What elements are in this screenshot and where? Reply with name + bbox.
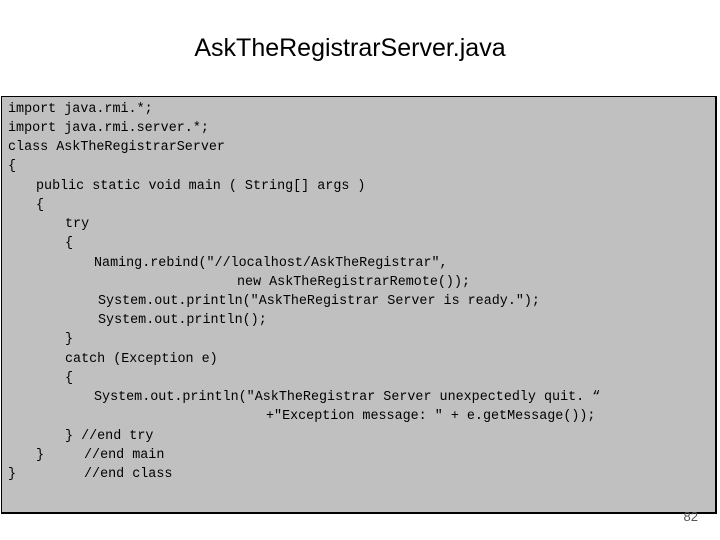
code-line: try bbox=[65, 217, 90, 232]
code-line: System.out.println(); bbox=[98, 313, 267, 328]
code-line: //end class bbox=[84, 467, 173, 482]
code-line: { bbox=[8, 159, 17, 174]
code-line: import java.rmi.server.*; bbox=[8, 121, 209, 136]
page-number: 82 bbox=[683, 509, 698, 524]
code-line: import java.rmi.*; bbox=[8, 102, 153, 117]
code-line: } bbox=[65, 332, 74, 347]
code-line: //end main bbox=[84, 448, 165, 463]
code-line: { bbox=[36, 198, 45, 213]
code-line: new AskTheRegistrarRemote()); bbox=[237, 275, 471, 290]
code-line: { bbox=[65, 236, 74, 251]
code-line: +"Exception message: " + e.getMessage())… bbox=[266, 409, 596, 424]
code-line: System.out.println("AskTheRegistrar Serv… bbox=[94, 390, 601, 405]
code-line: Naming.rebind("//localhost/AskTheRegistr… bbox=[94, 256, 448, 271]
code-line: } bbox=[8, 467, 17, 482]
code-line: } bbox=[36, 448, 45, 463]
code-line: public static void main ( String[] args … bbox=[36, 179, 366, 194]
code-line: catch (Exception e) bbox=[65, 352, 218, 367]
code-line: { bbox=[65, 371, 74, 386]
code-line: System.out.println("AskTheRegistrar Serv… bbox=[98, 294, 540, 309]
code-line: class AskTheRegistrarServer bbox=[8, 140, 225, 155]
code-line: } //end try bbox=[65, 429, 154, 444]
code-block: import java.rmi.*; import java.rmi.serve… bbox=[1, 96, 717, 514]
slide-title: AskTheRegistrarServer.java bbox=[194, 34, 506, 62]
